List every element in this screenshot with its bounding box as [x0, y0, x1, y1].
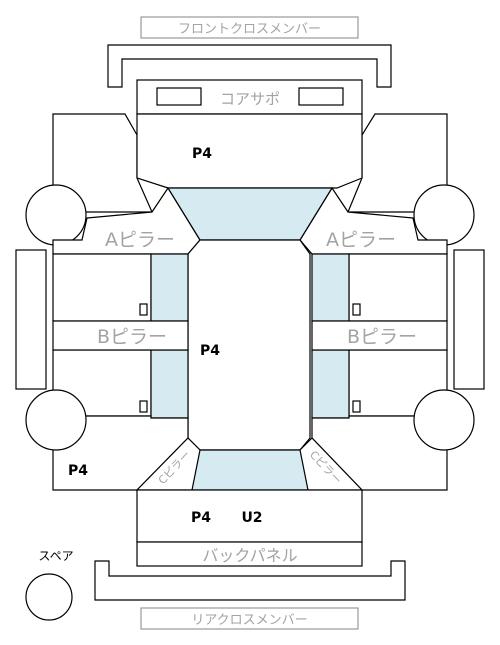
door-handle-rear-right — [352, 400, 361, 413]
a-pillar-left-label: Aピラー — [105, 229, 175, 251]
wheel-rear-left[interactable] — [25, 389, 87, 451]
front-window-left[interactable] — [150, 253, 189, 322]
rear-window[interactable] — [191, 449, 309, 491]
wheel-front-left[interactable] — [25, 184, 87, 246]
wheel-front-right[interactable] — [413, 184, 475, 246]
a-pillar-right-label: Aピラー — [326, 229, 396, 251]
core-support[interactable]: コアサポ — [136, 79, 363, 115]
rear-quarter-right[interactable] — [311, 415, 448, 491]
door-handle-front-right — [352, 303, 361, 316]
core-support-label: コアサポ — [220, 90, 280, 108]
front-door-left[interactable] — [52, 253, 152, 322]
roof-mark: P4 — [200, 343, 220, 359]
front-bumper[interactable] — [107, 44, 392, 88]
rear-cross-member-label-box: リアクロスメンバー — [140, 607, 359, 630]
rear-bumper[interactable] — [94, 560, 406, 601]
back-panel[interactable] — [136, 541, 363, 567]
b-pillar-left[interactable] — [52, 320, 189, 351]
rear-quarter-left[interactable] — [52, 415, 189, 491]
headlight-right — [298, 87, 344, 106]
trunk-extra-mark: U2 — [241, 510, 262, 526]
door-handle-front-left — [139, 303, 148, 316]
hood[interactable] — [136, 113, 363, 189]
front-cross-member-label: フロントクロスメンバー — [178, 22, 321, 37]
b-pillar-right-label: Bピラー — [347, 326, 417, 348]
hood-mark: P4 — [192, 146, 212, 162]
rear-cross-member-label: リアクロスメンバー — [191, 613, 307, 628]
spare-tire[interactable] — [25, 573, 73, 621]
rear-quarter-left-mark: P4 — [68, 463, 88, 479]
rear-window-left[interactable] — [150, 349, 189, 419]
trunk-mark: P4 — [191, 510, 211, 526]
side-sill-right[interactable] — [453, 249, 485, 390]
door-handle-rear-left — [139, 400, 148, 413]
side-sill-left[interactable] — [15, 249, 47, 390]
b-pillar-right[interactable] — [311, 320, 448, 351]
front-door-right[interactable] — [348, 253, 448, 322]
front-cross-member-label-box: フロントクロスメンバー — [140, 16, 359, 39]
trunk-lid[interactable] — [136, 489, 363, 543]
b-pillar-left-label: Bピラー — [97, 326, 167, 348]
front-window-right[interactable] — [311, 253, 350, 322]
wheel-rear-right[interactable] — [413, 389, 475, 451]
headlight-left — [156, 87, 202, 106]
rear-window-right[interactable] — [311, 349, 350, 419]
back-panel-label: バックパネル — [202, 546, 297, 565]
spare-label: スペア — [38, 549, 73, 563]
